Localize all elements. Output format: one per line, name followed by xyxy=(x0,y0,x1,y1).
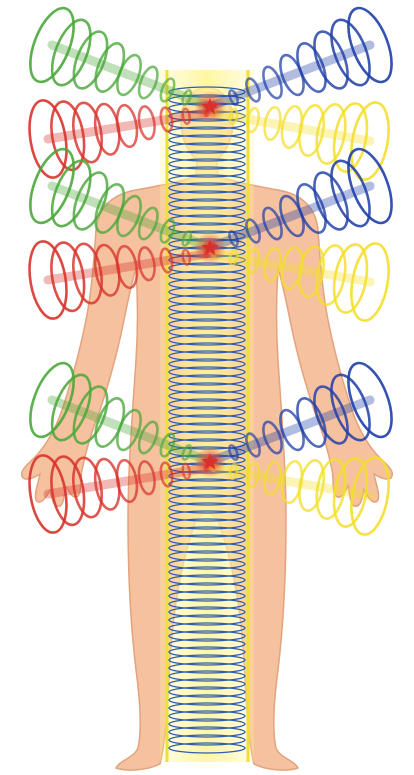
column-glow xyxy=(160,70,254,762)
green-spiral-cone xyxy=(21,2,208,108)
light-column xyxy=(160,70,254,762)
blue-spiral-cone xyxy=(212,2,401,108)
